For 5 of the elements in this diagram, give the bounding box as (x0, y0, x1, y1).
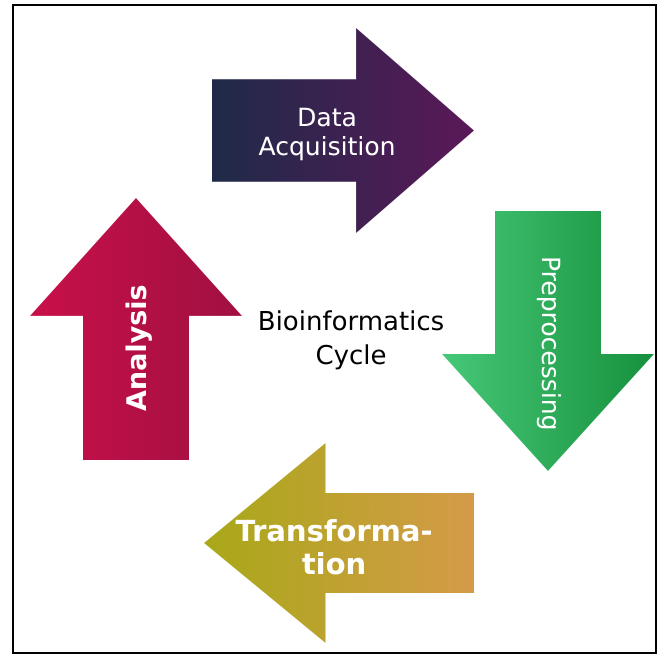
center-label: Bioinformatics Cycle (256, 306, 446, 373)
step-label: Data Acquisition (258, 102, 396, 163)
step-label: Analysis (120, 284, 154, 414)
step-label: Transforma- tion (234, 512, 434, 583)
step-label: Preprocessing (534, 255, 566, 433)
